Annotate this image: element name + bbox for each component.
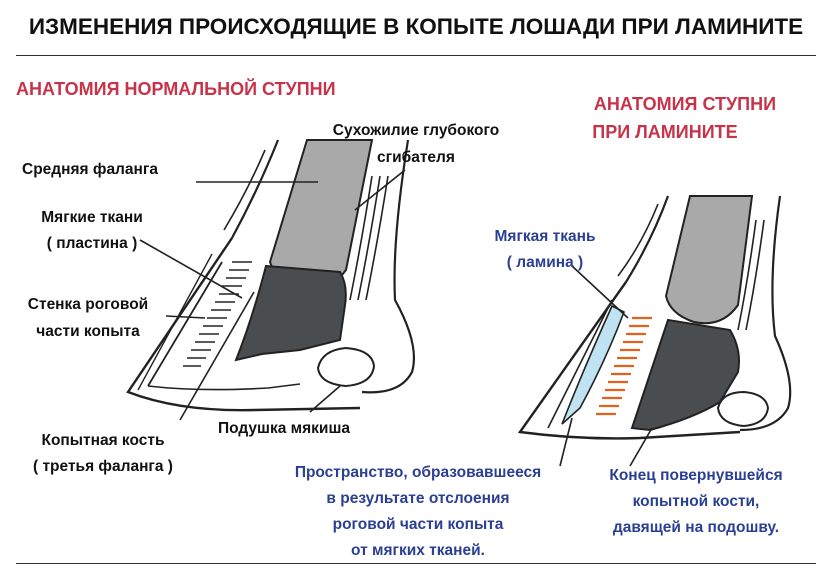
- normal-hoof-diagram: [128, 140, 414, 420]
- label-coffin-bone: Копытная кость: [12, 428, 194, 454]
- label-soft-tissue-sub: ( пластина ): [18, 231, 166, 257]
- laminitis-leg-front-outline-inner: [618, 204, 658, 276]
- label-lamina-sub: ( ламина ): [470, 250, 620, 276]
- normal-leg-front-outline-inner: [224, 150, 265, 230]
- caption-space-line: Пространство, образовавшееся: [262, 460, 574, 486]
- caption-space-line: роговой части копыта: [262, 512, 574, 538]
- laminitis-digital-cushion: [718, 392, 768, 426]
- caption-space-line: в результате отслоения: [262, 486, 574, 512]
- laminitis-leg-front-outline: [626, 196, 668, 282]
- label-hoof-wall-sub: части копыта: [10, 319, 166, 345]
- normal-digital-cushion: [318, 348, 374, 386]
- label-lamina: Мягкая ткань: [470, 224, 620, 250]
- label-hoof-wall: Стенка роговой: [10, 292, 166, 318]
- label-deep-flexor-tendon-sub: сгибателя: [306, 145, 526, 171]
- label-digital-cushion: Подушка мякиша: [218, 416, 350, 442]
- label-middle-phalanx: Средняя фаланга: [22, 157, 158, 183]
- label-soft-tissue: Мягкие ткани: [18, 205, 166, 231]
- caption-rotation-line: давящей на подошву.: [578, 515, 814, 541]
- normal-coffin-bone: [236, 266, 346, 360]
- normal-sole: [148, 384, 300, 390]
- laminitis-middle-phalanx: [666, 196, 752, 323]
- caption-rotation-line: Конец повернувшейся: [578, 463, 814, 489]
- label-coffin-bone-sub: ( третья фаланга ): [12, 454, 194, 480]
- normal-leg-front-outline: [232, 140, 278, 238]
- caption-space-line: от мягких тканей.: [262, 538, 574, 564]
- caption-rotation-line: копытной кости,: [578, 489, 814, 515]
- label-deep-flexor-tendon: Сухожилие глубокого: [306, 118, 526, 144]
